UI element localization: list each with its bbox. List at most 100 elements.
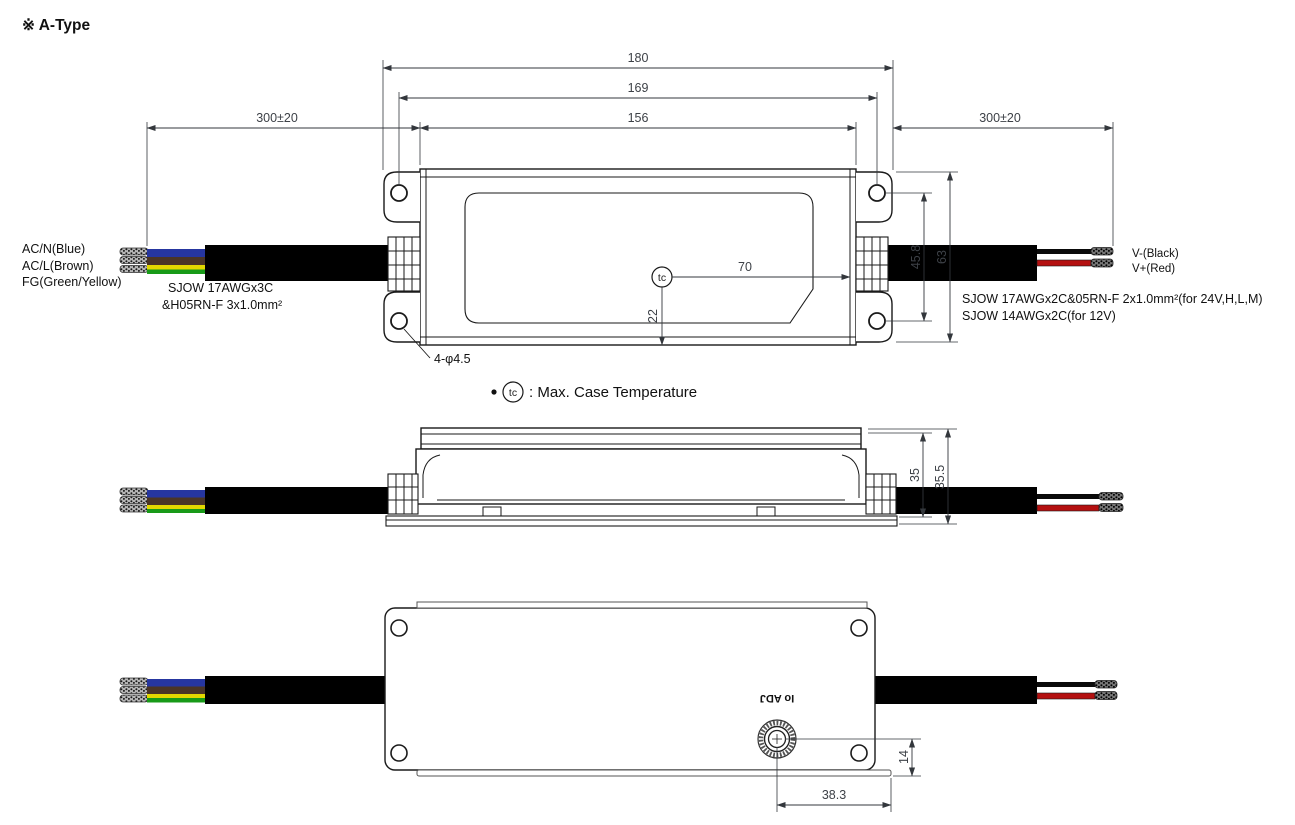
dim-adj-offset-y: 14	[785, 738, 921, 777]
tc-note: tc : Max. Case Temperature	[491, 381, 697, 403]
tc-symbol-label: tc	[658, 272, 666, 284]
wire-black	[1037, 494, 1099, 499]
wire-green	[147, 269, 205, 274]
io-adj-label: Io ADJ	[760, 692, 794, 704]
dim-text: 45.8	[909, 245, 923, 269]
label-ac-n: AC/N(Blue)	[22, 242, 85, 256]
output-cable	[894, 487, 1124, 514]
mounting-hole	[868, 184, 886, 202]
stripped-wire-tip	[119, 677, 149, 686]
wire-yellow	[147, 505, 205, 509]
dimensions-side-view: 35 35.5	[868, 428, 957, 525]
mounting-hole	[390, 619, 408, 637]
cable-jacket	[894, 487, 1037, 514]
tc-note-circle	[502, 381, 524, 403]
mounting-ears	[383, 171, 893, 343]
stripped-wire-tip	[1090, 247, 1114, 256]
dim-cable-input-length: 300±20	[146, 111, 421, 246]
wire-blue	[147, 490, 205, 498]
label-input-spec-1: SJOW 17AWGx3C	[168, 281, 273, 295]
dim-text: 300±20	[979, 111, 1021, 125]
tc-note-text: : Max. Case Temperature	[529, 384, 697, 401]
dim-tc-offset-y: 22	[646, 287, 666, 346]
dim-text: 70	[738, 260, 752, 274]
dimensions-bottom-view: 38.3 14	[776, 738, 921, 812]
dim-text: 4-φ4.5	[434, 352, 471, 366]
case-body	[419, 168, 857, 346]
stripped-wire-tip	[119, 694, 149, 703]
wire-red	[1036, 504, 1100, 512]
dim-text: 156	[628, 111, 649, 125]
bottom-view: Io ADJ	[119, 601, 1118, 777]
bullet-icon	[491, 389, 497, 395]
dim-text: 63	[935, 250, 949, 264]
wire-blue	[147, 249, 205, 257]
dim-tc-offset-x: 70	[672, 260, 851, 281]
wire-brown	[147, 686, 205, 694]
corner-detail	[422, 454, 441, 498]
base-plate-edge-top	[416, 601, 868, 609]
wire-yellow	[147, 265, 205, 270]
stripped-wire-tip	[119, 496, 149, 504]
case-bottom	[384, 607, 876, 771]
label-output-spec-2: SJOW 14AWGx2C(for 12V)	[962, 309, 1116, 323]
input-cable	[119, 245, 392, 281]
dim-text: 14	[897, 750, 911, 764]
cable-jacket	[205, 487, 388, 514]
base-plate-edge-bottom	[416, 769, 892, 777]
label-ac-l: AC/L(Brown)	[22, 259, 94, 273]
label-v-plus: V+(Red)	[1132, 263, 1175, 275]
wire-labels: AC/N(Blue) AC/L(Brown) FG(Green/Yellow) …	[22, 242, 1263, 323]
input-cable	[119, 676, 387, 704]
dim-text: 38.3	[822, 788, 846, 802]
dim-text: 35	[908, 468, 922, 482]
stripped-wire-tip	[1098, 492, 1124, 501]
wire-green	[147, 698, 205, 703]
corner-detail	[841, 454, 860, 498]
dim-cable-output-length: 300±20	[892, 111, 1114, 246]
mounting-hole	[868, 312, 886, 330]
wire-red	[1036, 259, 1092, 267]
dim-text: 300±20	[256, 111, 298, 125]
cable-jacket	[888, 245, 1037, 281]
wire-yellow	[147, 694, 205, 698]
cable-jacket	[205, 676, 387, 704]
cable-gland-left	[387, 236, 421, 292]
label-recess	[464, 192, 814, 324]
stripped-wire-tip	[119, 247, 149, 256]
dim-side-height-body: 35	[868, 432, 932, 518]
dim-mount-holes: 4-φ4.5	[403, 328, 471, 366]
output-cable	[888, 245, 1114, 281]
stripped-wire-tip	[1090, 258, 1114, 268]
mounting-hole	[850, 619, 868, 637]
dim-hole-spacing-vertical: 45.8	[886, 192, 932, 322]
base-plate	[385, 515, 898, 527]
drawing-title: ※ A-Type	[22, 17, 90, 34]
label-input-spec-2: &H05RN-F 3x1.0mm²	[162, 298, 282, 312]
cable-gland-left	[387, 473, 419, 515]
tc-marker: tc	[651, 266, 673, 288]
wire-red	[1036, 692, 1096, 700]
wire-brown	[147, 257, 205, 265]
stripped-wire-tip	[119, 256, 149, 264]
wire-brown	[147, 497, 205, 505]
tc-note-symbol: tc	[509, 387, 517, 399]
stripped-wire-tip	[119, 487, 149, 496]
wire-green	[147, 509, 205, 513]
dim-height-overall: 63	[896, 171, 958, 343]
mounting-hole	[390, 312, 408, 330]
case-body	[415, 448, 867, 505]
stripped-wire-tip	[1094, 691, 1118, 700]
stripped-wire-tip	[1098, 503, 1124, 512]
stripped-wire-tip	[1094, 680, 1118, 689]
dim-width-mount-holes: 169	[398, 81, 878, 185]
wire-blue	[147, 679, 205, 687]
top-view: tc	[119, 168, 1114, 346]
dim-text: 169	[628, 81, 649, 95]
cable-gland-right	[855, 236, 889, 292]
mounting-hole	[390, 184, 408, 202]
cable-gland-right	[865, 473, 897, 515]
wire-black	[1037, 682, 1095, 687]
stripped-wire-tip	[119, 686, 149, 694]
